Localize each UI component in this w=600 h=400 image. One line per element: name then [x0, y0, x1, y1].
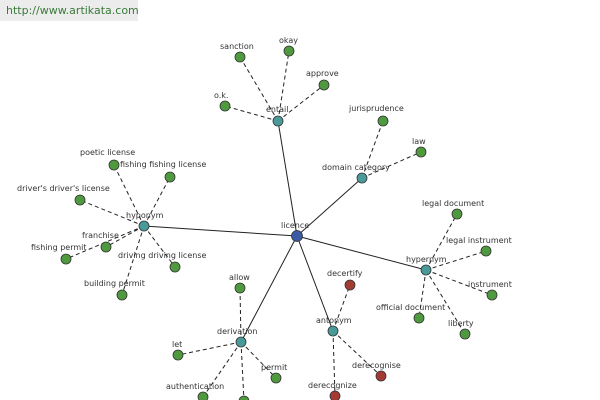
category-label: hypernym	[406, 255, 447, 264]
leaf-node[interactable]	[459, 328, 471, 340]
category-label: hyponym	[126, 211, 164, 220]
leaf-label: approve	[306, 69, 339, 78]
leaf-label: instrument	[468, 280, 512, 289]
leaf-label: poetic license	[80, 148, 135, 157]
leaf-node[interactable]	[169, 261, 181, 273]
center-label: licence	[281, 221, 309, 230]
leaf-node[interactable]	[375, 370, 387, 382]
leaf-node[interactable]	[377, 115, 389, 127]
leaf-node[interactable]	[480, 245, 492, 257]
leaf-label: derecognise	[352, 361, 401, 370]
edge-leaf-4-4	[240, 341, 245, 400]
category-label: entail	[266, 105, 288, 114]
leaf-node[interactable]	[415, 146, 427, 158]
leaf-node[interactable]	[318, 79, 330, 91]
leaf-node[interactable]	[413, 312, 425, 324]
leaf-label: jurisprudence	[348, 104, 404, 113]
edge-leaf-3-2	[332, 330, 336, 397]
edge-center-1	[296, 177, 363, 237]
leaf-label: sanction	[220, 42, 254, 51]
edge-leaf-0-0	[239, 56, 279, 122]
edge-leaf-2-0	[425, 213, 458, 271]
edge-leaf-2-3	[425, 269, 466, 335]
leaf-label: decertify	[327, 269, 363, 278]
edge-center-3	[296, 235, 334, 332]
leaf-node[interactable]	[270, 372, 282, 384]
category-node[interactable]	[272, 115, 284, 127]
edge-leaf-0-2	[277, 84, 325, 122]
category-node[interactable]	[327, 325, 339, 337]
leaf-label: okay	[279, 36, 298, 45]
leaf-node[interactable]	[100, 241, 112, 253]
edge-leaf-5-5	[143, 225, 176, 268]
edge-leaf-5-2	[79, 199, 145, 227]
edge-leaf-0-3	[224, 105, 279, 122]
category-node[interactable]	[138, 220, 150, 232]
leaf-label: derecognize	[308, 381, 357, 390]
leaf-label: fishing fishing license	[120, 160, 206, 169]
category-node[interactable]	[235, 336, 247, 348]
edge-leaf-1-0	[361, 120, 384, 179]
edge-leaf-2-1	[425, 250, 487, 271]
leaf-label: law	[412, 137, 426, 146]
leaf-node[interactable]	[74, 194, 86, 206]
edge-leaf-4-1	[177, 341, 242, 356]
leaf-node[interactable]	[108, 159, 120, 171]
edge-center-5	[143, 225, 298, 237]
leaf-node[interactable]	[116, 289, 128, 301]
edge-leaf-4-2	[240, 341, 277, 379]
leaf-label: building permit	[84, 279, 145, 288]
leaf-node[interactable]	[197, 391, 209, 400]
edge-leaf-0-1	[277, 50, 290, 122]
leaf-node[interactable]	[344, 279, 356, 291]
leaf-node[interactable]	[329, 390, 341, 400]
leaf-node[interactable]	[234, 282, 246, 294]
leaf-label: fishing permit	[31, 243, 87, 252]
category-node[interactable]	[420, 264, 432, 276]
leaf-label: franchise	[82, 231, 119, 240]
leaf-label: authentication	[166, 382, 224, 391]
category-node[interactable]	[356, 172, 368, 184]
leaf-label: legal instrument	[446, 236, 512, 245]
edge-leaf-5-6	[121, 225, 145, 296]
category-label: antonym	[316, 316, 352, 325]
leaf-label: driver's driver's license	[17, 184, 110, 193]
leaf-node[interactable]	[219, 100, 231, 112]
edge-leaf-3-0	[332, 284, 351, 332]
edge-center-0	[277, 120, 298, 237]
edge-leaf-2-4	[418, 269, 427, 319]
edge-leaf-5-1	[143, 176, 171, 227]
edge-center-4	[240, 235, 298, 343]
leaf-node[interactable]	[451, 208, 463, 220]
leaf-node[interactable]	[60, 253, 72, 265]
leaf-node[interactable]	[283, 45, 295, 57]
edge-leaf-2-2	[425, 269, 493, 296]
leaf-label: o.k.	[214, 91, 228, 100]
leaf-label: official document	[376, 303, 445, 312]
leaf-label: permit	[261, 363, 287, 372]
category-label: domain category	[322, 163, 390, 172]
leaf-label: allow	[229, 273, 250, 282]
leaf-node[interactable]	[238, 395, 250, 400]
watermark-url: http://www.artikata.com	[0, 0, 139, 21]
edge-leaf-5-0	[113, 164, 145, 227]
edge-leaf-1-1	[361, 151, 422, 179]
edge-leaf-4-0	[239, 287, 242, 343]
leaf-label: liberty	[448, 319, 474, 328]
leaf-node[interactable]	[234, 51, 246, 63]
leaf-node[interactable]	[164, 171, 176, 183]
center-node[interactable]	[291, 230, 303, 242]
leaf-node[interactable]	[172, 349, 184, 361]
leaf-label: let	[172, 340, 182, 349]
edge-center-2	[296, 235, 427, 271]
edge-leaf-3-1	[332, 330, 382, 377]
leaf-label: driving driving license	[118, 251, 206, 260]
edge-leaf-5-3	[105, 225, 145, 248]
category-label: derivation	[217, 327, 257, 336]
leaf-label: legal document	[422, 199, 484, 208]
leaf-node[interactable]	[486, 289, 498, 301]
